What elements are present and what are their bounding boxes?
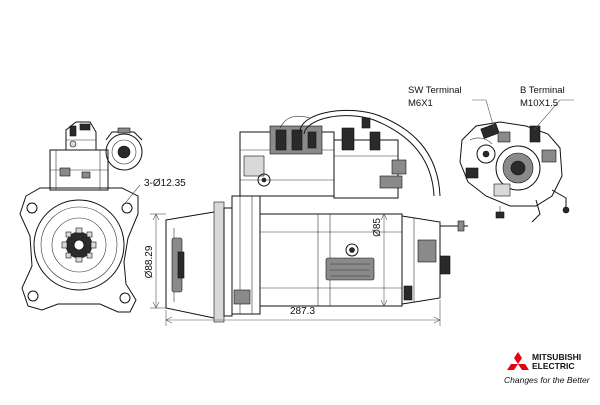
b-terminal-title: B Terminal bbox=[520, 85, 565, 96]
mount-holes-dimension: 3-Ø12.35 bbox=[144, 178, 186, 189]
pilot-diameter-dim bbox=[150, 213, 166, 309]
three-diamonds-logo-icon bbox=[507, 352, 529, 370]
sw-terminal-spec: M6X1 bbox=[408, 98, 433, 109]
housing-diameter-dim bbox=[380, 213, 388, 307]
logo-brand-line2: ELECTRIC bbox=[532, 361, 575, 371]
starter-side-view-icon bbox=[165, 109, 468, 323]
logo-tagline: Changes for the Better bbox=[504, 375, 591, 385]
sw-terminal-title: SW Terminal bbox=[408, 85, 462, 96]
overall-length-dimension: 287.3 bbox=[290, 306, 315, 317]
housing-diameter-dimension: Ø85 bbox=[372, 218, 383, 237]
logo-brand-line1: MITSUBISHI bbox=[532, 352, 581, 362]
overall-length-dim bbox=[165, 300, 441, 326]
b-terminal-spec: M10X1.5 bbox=[520, 98, 558, 109]
starter-front-view-icon bbox=[19, 121, 143, 313]
solenoid-terminal-view-icon bbox=[459, 99, 574, 223]
pilot-diameter-dimension: Ø88.29 bbox=[144, 245, 155, 278]
